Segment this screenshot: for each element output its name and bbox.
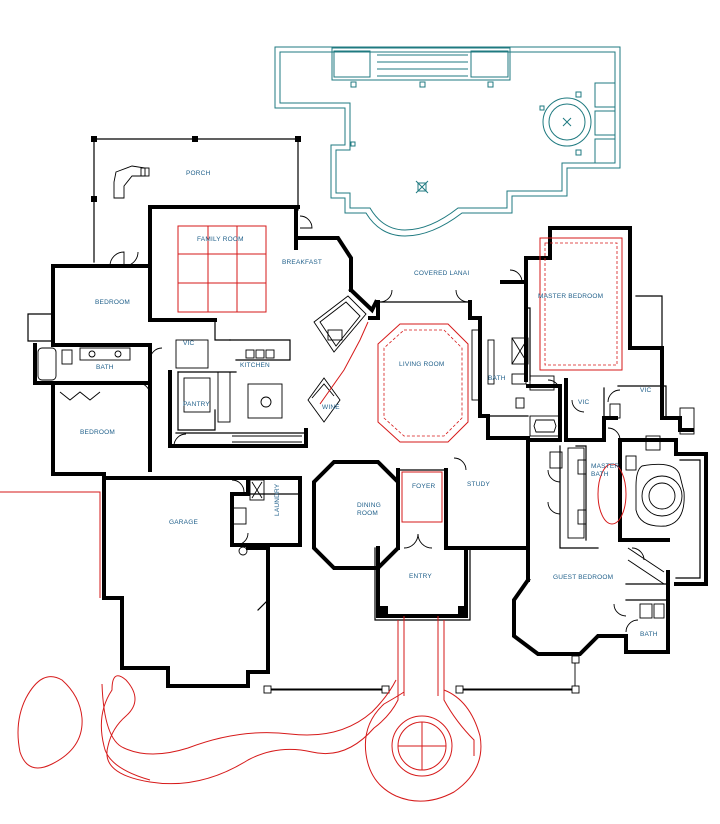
label-guest-bedroom: GUEST BEDROOM xyxy=(553,574,613,581)
label-covered-lanai: COVERED LANAI xyxy=(414,270,469,277)
label-foyer: FOYER xyxy=(412,483,435,490)
fixtures xyxy=(37,165,695,694)
label-study: STUDY xyxy=(467,481,490,488)
label-entry: ENTRY xyxy=(409,573,432,580)
label-bedroom-sw: BEDROOM xyxy=(80,429,115,436)
label-wine: WINE xyxy=(322,404,340,411)
label-bath-master-side: BATH xyxy=(488,375,506,382)
label-kitchen: KITCHEN xyxy=(240,362,270,369)
red-details xyxy=(0,225,627,802)
label-vic-kitchen: VIC xyxy=(183,340,195,347)
room-labels: PORCH FAMILY ROOM BREAKFAST COVERED LANA… xyxy=(80,170,658,638)
label-vic-master-a: VIC xyxy=(578,399,590,406)
label-laundry: LAUNDRY xyxy=(274,483,281,516)
label-pantry: PANTRY xyxy=(183,401,210,408)
label-breakfast: BREAKFAST xyxy=(282,259,322,266)
door-swings xyxy=(109,215,645,633)
label-vic-master-b: VIC xyxy=(640,387,652,394)
label-bath-guest: BATH xyxy=(640,631,658,638)
label-garage: GARAGE xyxy=(169,519,198,526)
label-bedroom-nw: BEDROOM xyxy=(95,299,130,306)
label-porch: PORCH xyxy=(186,170,211,177)
exterior-walls xyxy=(27,136,708,688)
label-family-room: FAMILY ROOM xyxy=(197,236,244,243)
label-living-room: LIVING ROOM xyxy=(399,361,445,368)
pool-deck-outline xyxy=(274,46,621,237)
label-master-bedroom: MASTER BEDROOM xyxy=(538,293,603,300)
label-bath-west: BATH xyxy=(96,364,114,371)
